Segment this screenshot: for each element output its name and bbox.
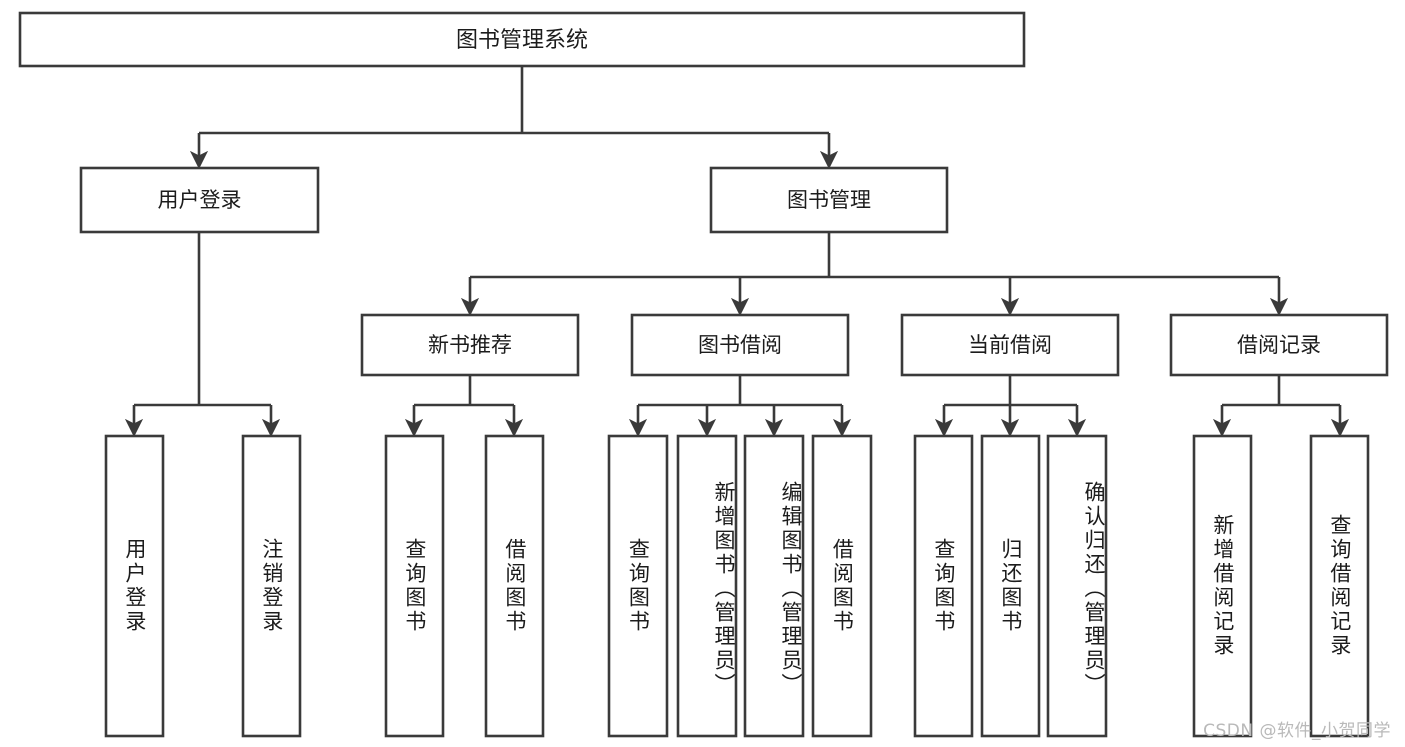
- node-user-login[interactable]: 用户登录: [79, 166, 320, 234]
- leaf-node-current-borrow-1[interactable]: [913, 434, 974, 738]
- node-root-book-management-system[interactable]: 图书管理系统: [18, 11, 1026, 68]
- edge-book-manage-to-level3: [460, 232, 1289, 317]
- node-book-management[interactable]: 图书管理: [709, 166, 949, 234]
- leaf-node-user-login-1[interactable]: [104, 434, 165, 738]
- node-current-borrow-label: 当前借阅: [968, 333, 1052, 357]
- leaf-node-current-borrow-3[interactable]: [1046, 434, 1108, 738]
- edge-current-borrow-to-leaves: [934, 375, 1087, 438]
- leaf-node-user-login-2[interactable]: [241, 434, 302, 738]
- node-borrow-records[interactable]: 借阅记录: [1169, 313, 1389, 377]
- edge-user-login-to-leaves: [124, 232, 281, 438]
- node-user-login-label: 用户登录: [158, 188, 242, 212]
- leaf-node-borrow-records-2[interactable]: [1309, 434, 1370, 738]
- watermark-text: CSDN @软件_小贺同学: [1203, 721, 1391, 741]
- edge-book-borrow-to-leaves: [628, 375, 852, 438]
- node-current-borrow[interactable]: 当前借阅: [900, 313, 1120, 377]
- node-borrow-records-label: 借阅记录: [1237, 333, 1321, 357]
- node-book-borrow-label: 图书借阅: [698, 333, 782, 357]
- leaf-node-book-borrow-2[interactable]: [676, 434, 738, 738]
- node-new-book-recommend[interactable]: 新书推荐: [360, 313, 580, 377]
- leaf-node-new-book-2[interactable]: [484, 434, 545, 738]
- edge-new-book-to-leaves: [404, 375, 524, 438]
- edge-borrow-records-to-leaves: [1212, 375, 1350, 438]
- node-root-label: 图书管理系统: [456, 28, 588, 53]
- leaf-node-book-borrow-3[interactable]: [743, 434, 805, 738]
- leaf-node-borrow-records-1[interactable]: [1192, 434, 1253, 738]
- leaf-node-current-borrow-2[interactable]: [980, 434, 1041, 738]
- node-book-borrow[interactable]: 图书借阅: [630, 313, 850, 377]
- leaf-node-new-book-1[interactable]: [384, 434, 445, 738]
- leaf-node-book-borrow-4[interactable]: [811, 434, 873, 738]
- leaf-node-book-borrow-1[interactable]: [607, 434, 669, 738]
- edge-root-to-level2: [189, 66, 839, 170]
- node-book-management-label: 图书管理: [787, 188, 871, 212]
- node-new-book-recommend-label: 新书推荐: [428, 333, 512, 357]
